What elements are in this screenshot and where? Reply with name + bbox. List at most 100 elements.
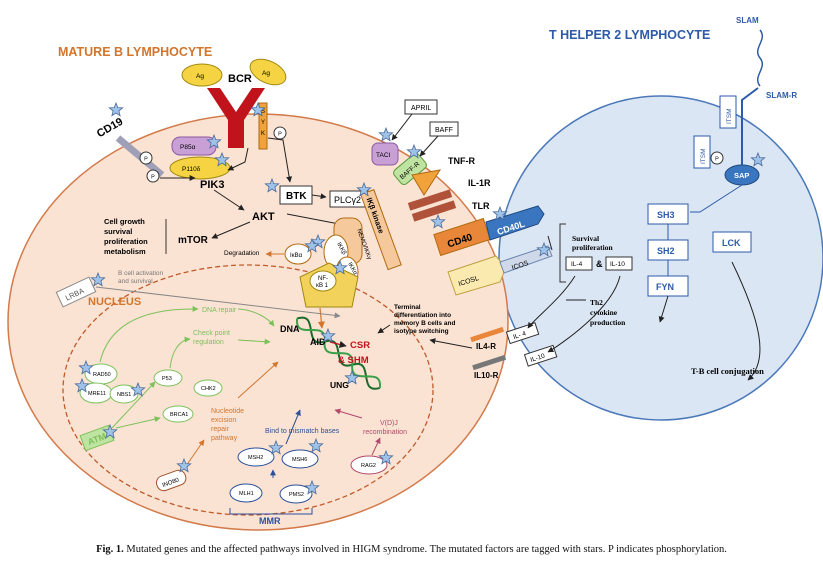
il10-box (605, 256, 633, 271)
itsm-phospho (710, 151, 724, 165)
arrow-atm-brca1 (115, 416, 161, 429)
vdj-label-2: recombination (363, 429, 407, 436)
mtor-label: mTOR (178, 235, 209, 246)
checkpoint-label-2: regulation (193, 339, 224, 346)
nfkb-label-2: κB 1 (316, 283, 329, 289)
arrow-akt-mtor (211, 221, 251, 239)
star-lrba (90, 271, 106, 287)
star-aid (320, 327, 336, 343)
nucleus-title: NUCLEUS (88, 296, 141, 308)
phospho-label: P (278, 132, 282, 138)
chk2-box (193, 379, 223, 397)
phospho-label: P (715, 157, 719, 163)
nbs1-label: NBS1 (117, 392, 131, 398)
p53-label: P53 (162, 376, 172, 382)
terminal-line-1: Terminal (394, 304, 421, 311)
arrow-rag2-vdj (371, 437, 381, 456)
tnfr-label: TNF-R (448, 156, 475, 166)
arrow-checkpoint-dna (237, 338, 271, 345)
il1r-label: IL-1R (468, 178, 491, 188)
th2prod-label-2: cytokine (590, 308, 618, 317)
star-cd40 (430, 213, 446, 229)
star-rad50 (78, 359, 94, 375)
nucleus (62, 264, 434, 516)
p85a-label: P85α (180, 144, 196, 151)
arrow-aid-csr (329, 340, 347, 348)
star-ino80 (176, 457, 192, 473)
star-ikk (310, 233, 326, 249)
terminal-diff-text: Terminal differentiation into memory B c… (394, 304, 455, 335)
syk-box (258, 102, 268, 150)
itsm-label-2: ITSM (700, 148, 707, 164)
star-baffr (406, 143, 422, 159)
star-sap (750, 151, 766, 167)
star-icos (536, 241, 552, 257)
star-msh2 (268, 439, 284, 455)
ino80-label: INO80 (162, 477, 181, 489)
star-p110d (214, 151, 230, 167)
terminal-line-4: isotype switching (394, 328, 449, 335)
itsm-label-1: ITSM (726, 108, 733, 124)
star-atm (102, 423, 118, 439)
akt-label: AKT (252, 211, 275, 223)
vdj-label-1: V(D)J (380, 420, 398, 427)
arrow-mrn-dnarepair (99, 305, 199, 363)
star-cd19 (108, 101, 124, 117)
fyn-label: FYN (656, 282, 674, 292)
ung-label: UNG (330, 380, 349, 390)
ino80-box (155, 469, 187, 492)
btk-label: BTK (286, 191, 307, 202)
il10-chip-label: IL-10 (530, 353, 547, 364)
arrow-dnarepair-dna (237, 308, 275, 327)
syk-phospho (273, 126, 287, 140)
nucleotide-line-4: pathway (211, 435, 238, 442)
mtor-effect-3: proliferation (104, 237, 148, 246)
pms2-box (279, 484, 313, 504)
star-p85a (206, 133, 222, 149)
arrow-mismatch-dna (285, 409, 301, 445)
arrow-syk-pik3 (227, 147, 249, 171)
slam-strand (757, 29, 763, 87)
sap-label: SAP (734, 171, 749, 180)
star-mre11 (74, 377, 90, 393)
arrow-nfkb-dna (317, 307, 325, 329)
nbs1-box (109, 384, 139, 404)
syk-letter-s: S (261, 109, 265, 115)
il1r-shape (411, 169, 442, 196)
mlh1-label: MLH1 (239, 491, 254, 497)
mtor-effect-1: Cell growth (104, 217, 145, 226)
star-pms2 (304, 479, 320, 495)
dna-label: DNA (280, 324, 300, 334)
il4-box (565, 256, 593, 271)
arrow-baff-baffr (419, 135, 439, 157)
sh2-label: SH2 (657, 246, 675, 256)
syk-letter-y: Y (261, 120, 265, 126)
antigen-right (249, 58, 287, 86)
cd40-box (433, 217, 491, 257)
arrow-il4r-terminal (429, 338, 473, 349)
th2prod-label-1: Th2 (590, 298, 603, 307)
arrow-vdj-dna (334, 408, 363, 419)
arrow-april-taci (391, 113, 413, 141)
mre11-label: MRE11 (88, 391, 106, 397)
star-nbs1 (130, 381, 146, 397)
pms2-label: PMS2 (289, 492, 304, 498)
csr-label: CSR (350, 340, 370, 351)
nucleotide-line-1: Nucleotide (211, 408, 244, 415)
arrow-ner-dna (237, 361, 279, 399)
arrow-btk-plcg2 (311, 193, 327, 200)
star-msh6 (308, 437, 324, 453)
taci-label: TACI (376, 152, 391, 159)
th2prod-label-3: production (590, 318, 626, 327)
bcr-label: BCR (228, 73, 252, 85)
april-label: APRIL (411, 105, 431, 112)
lck-box (712, 231, 752, 253)
nfkb-label-1: NF- (318, 276, 328, 282)
terminal-line-2: differentiation into (394, 312, 451, 319)
star-plcg2 (356, 181, 372, 197)
mlh1-box (229, 483, 263, 503)
degradation-label: Degradation (224, 250, 260, 257)
th2-title: T HELPER 2 LYMPHOCYTE (549, 28, 710, 42)
